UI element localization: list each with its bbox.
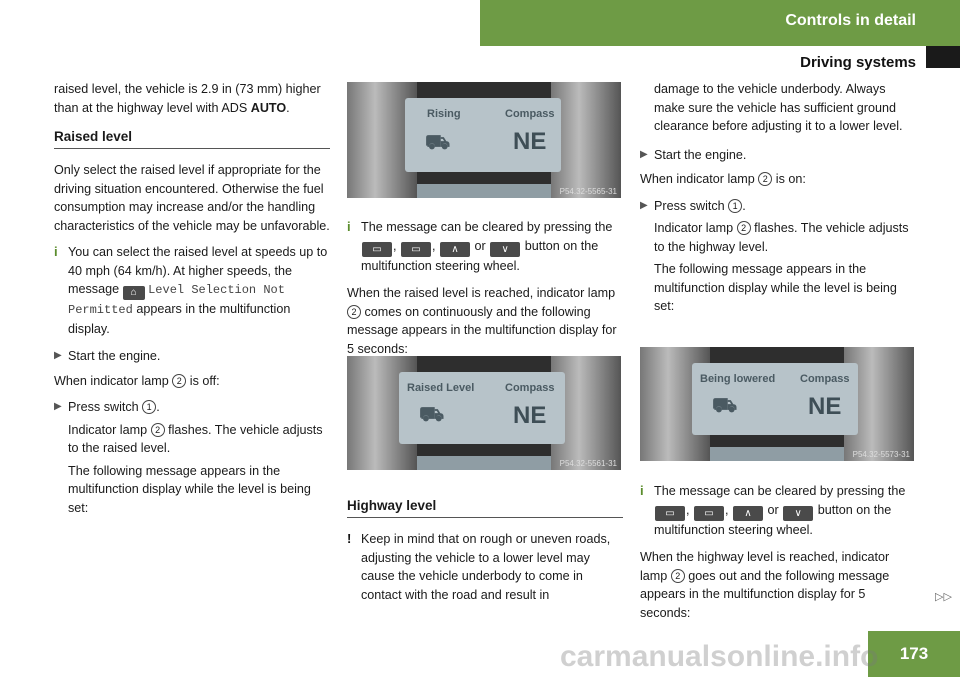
column-1: raised level, the vehicle is 2.9 in (73 … <box>54 80 330 521</box>
warning-continued: damage to the vehicle underbody. Always … <box>654 82 903 133</box>
chapter-banner <box>480 0 960 46</box>
car-rising-icon: ⛟ <box>425 132 451 154</box>
step-start-engine: ▶Start the engine. <box>54 347 330 366</box>
lcd-right-label: Compass <box>505 382 555 394</box>
heading-raised-level: Raised level <box>54 129 330 149</box>
message-text: The following message appears in the mul… <box>654 262 897 313</box>
column-2: i The message can be cleared by pressing… <box>347 218 623 366</box>
when-on-text: When indicator lamp 2 is on: <box>640 172 806 186</box>
chapter-title: Controls in detail <box>785 12 916 29</box>
figure-code: P54.32-5561-31 <box>559 459 617 468</box>
column-3-bottom: i The message can be cleared by pressing… <box>640 482 916 630</box>
display-figure-lowered: Being lowered Compass NE ⛟ P54.32-5573-3… <box>640 347 914 461</box>
column-3: damage to the vehicle underbody. Always … <box>640 80 916 320</box>
raised-level-paragraph: Only select the raised level if appropri… <box>54 163 330 233</box>
intro-text: raised level, the vehicle is 2.9 in (73 … <box>54 82 321 115</box>
message-text: The following message appears in the mul… <box>68 463 311 515</box>
section-marker <box>926 46 960 68</box>
key-icon-2: ▭ <box>694 505 724 521</box>
display-figure-rising: Rising Compass NE ⛟ P54.32-5565-31 <box>347 82 621 198</box>
section-title: Driving systems <box>800 54 916 71</box>
display-lower-bar <box>417 456 551 470</box>
car-lowering-icon: ⛟ <box>712 395 738 417</box>
arrow-icon: ▶ <box>54 401 62 412</box>
lcd-compass: NE <box>513 128 547 155</box>
step-start-engine: ▶Start the engine. <box>640 146 916 165</box>
lcd-right-label: Compass <box>800 373 850 385</box>
highway-reached-text: When the highway level is reached, indic… <box>640 550 890 620</box>
key-icon-1: ▭ <box>362 241 392 257</box>
when-off-text: When indicator lamp 2 is off: <box>54 373 220 388</box>
display-lower-bar <box>417 184 551 198</box>
lcd-screen: Rising Compass NE ⛟ <box>405 98 561 172</box>
key-down-icon: ∨ <box>783 505 814 521</box>
lcd-compass: NE <box>513 402 547 429</box>
figure-code: P54.32-5573-31 <box>852 450 910 459</box>
vehicle-level-icon: ⌂ <box>122 286 145 300</box>
raised-reached-text: When the raised level is reached, indica… <box>347 286 617 356</box>
info-icon: i <box>54 244 58 259</box>
key-down-icon: ∨ <box>490 241 521 257</box>
key-up-icon: ∧ <box>440 241 470 257</box>
lcd-left-label: Rising <box>427 108 461 120</box>
step-press-switch: ▶Press switch 1. <box>54 398 330 417</box>
info-icon: i <box>640 483 644 498</box>
lcd-left-label: Being lowered <box>700 373 776 385</box>
info-note-clear: i The message can be cleared by pressing… <box>640 483 906 537</box>
warning-note: ! Keep in mind that on rough or uneven r… <box>347 531 611 602</box>
info-icon: i <box>347 219 351 234</box>
page-number: 173 <box>868 631 960 677</box>
lcd-left-label: Raised Level <box>407 382 475 394</box>
step-press-switch: ▶Press switch 1. <box>640 197 916 216</box>
car-raised-icon: ⛟ <box>419 404 445 426</box>
key-up-icon: ∧ <box>733 505 763 521</box>
lcd-right-label: Compass <box>505 108 555 120</box>
lcd-compass: NE <box>808 393 842 420</box>
info-note: i You can select the raised level at spe… <box>54 244 328 336</box>
lcd-screen: Raised Level Compass NE ⛟ <box>399 372 565 444</box>
arrow-icon: ▶ <box>640 148 648 160</box>
indicator-text: Indicator lamp 2 flashes. The vehicle ad… <box>68 422 323 455</box>
column-2-bottom: Highway level ! Keep in mind that on rou… <box>347 494 623 613</box>
gauge-right <box>551 82 621 198</box>
figure-code: P54.32-5565-31 <box>559 187 617 196</box>
heading-highway-level: Highway level <box>347 498 623 518</box>
key-icon-1: ▭ <box>655 505 685 521</box>
arrow-icon: ▶ <box>640 199 648 211</box>
next-page-icon: ▷▷ <box>935 591 952 603</box>
arrow-icon: ▶ <box>54 350 62 361</box>
warning-icon: ! <box>347 531 352 546</box>
indicator-text: Indicator lamp 2 flashes. The vehicle ad… <box>654 221 909 254</box>
lcd-screen: Being lowered Compass NE ⛟ <box>692 363 858 435</box>
info-note-clear: i The message can be cleared by pressing… <box>347 219 613 273</box>
watermark: carmanualsonline.info <box>560 640 879 673</box>
display-lower-bar <box>710 447 844 461</box>
key-icon-2: ▭ <box>401 241 431 257</box>
display-figure-raised: Raised Level Compass NE ⛟ P54.32-5561-31 <box>347 356 621 470</box>
